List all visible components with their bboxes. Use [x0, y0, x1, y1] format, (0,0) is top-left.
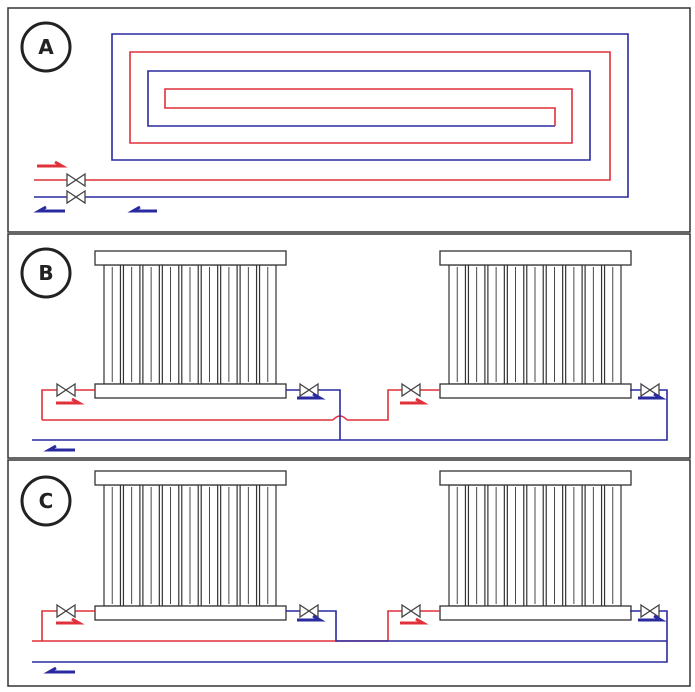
radiator-top-header: [439, 470, 632, 486]
flow-arrow-icon: [400, 617, 429, 625]
supply-pipe: [387, 610, 440, 641]
flow-arrow-icon: [297, 392, 326, 400]
radiator-icon: [94, 250, 287, 399]
supply-loop-outer: [34, 51, 611, 181]
panel-c: C: [7, 459, 691, 687]
valve-icon: [640, 382, 660, 398]
radiator-bottom-header: [94, 605, 287, 621]
valve-icon: [299, 382, 319, 398]
radiator-bottom-header: [439, 605, 632, 621]
panel-c-frame: [7, 459, 691, 687]
valve-icon: [401, 382, 421, 398]
supply-pipe: [41, 610, 95, 641]
panel-a: A: [7, 7, 691, 233]
panel-a-frame: [7, 7, 691, 233]
radiator-bottom-header: [94, 383, 287, 399]
panel-b-frame: [7, 233, 691, 459]
badge-circle: [20, 475, 72, 527]
flow-arrow-icon: [37, 160, 68, 168]
valve-icon: [66, 172, 86, 188]
radiator-icon: [439, 250, 632, 399]
valve-icon: [66, 189, 86, 205]
valve-icon: [56, 382, 76, 398]
flow-arrow-icon: [33, 205, 65, 213]
panel-b-badge: B: [20, 247, 72, 299]
panel-a-label: A: [38, 35, 54, 59]
radiator-icon: [94, 470, 287, 621]
return-loop-outer: [34, 33, 629, 198]
panel-b: B: [7, 233, 691, 459]
flow-arrow-icon: [400, 397, 429, 405]
panel-b-label: B: [38, 261, 53, 285]
flow-arrow-icon: [56, 397, 85, 405]
flow-arrow-icon: [638, 614, 667, 622]
flow-arrow-icon: [638, 392, 667, 400]
flow-arrow-icon: [297, 614, 326, 622]
panel-c-label: C: [39, 489, 54, 513]
badge-circle: [20, 21, 72, 73]
badge-circle: [20, 247, 72, 299]
radiator-top-header: [439, 250, 632, 266]
radiator-bottom-header: [439, 383, 632, 399]
valve-icon: [299, 603, 319, 619]
radiator-top-header: [94, 250, 287, 266]
radiator-icon: [439, 470, 632, 621]
flow-arrow-icon: [43, 444, 75, 452]
supply-pipe: [41, 389, 95, 420]
radiator-top-header: [94, 470, 287, 486]
valve-icon: [401, 603, 421, 619]
supply-pipe: [347, 389, 440, 421]
valve-icon: [56, 603, 76, 619]
panel-c-badge: C: [20, 475, 72, 527]
flow-arrow-icon: [127, 205, 157, 213]
valve-icon: [640, 603, 660, 619]
panel-a-badge: A: [20, 21, 72, 73]
flow-arrow-icon: [43, 666, 75, 674]
flow-arrow-icon: [56, 617, 85, 625]
